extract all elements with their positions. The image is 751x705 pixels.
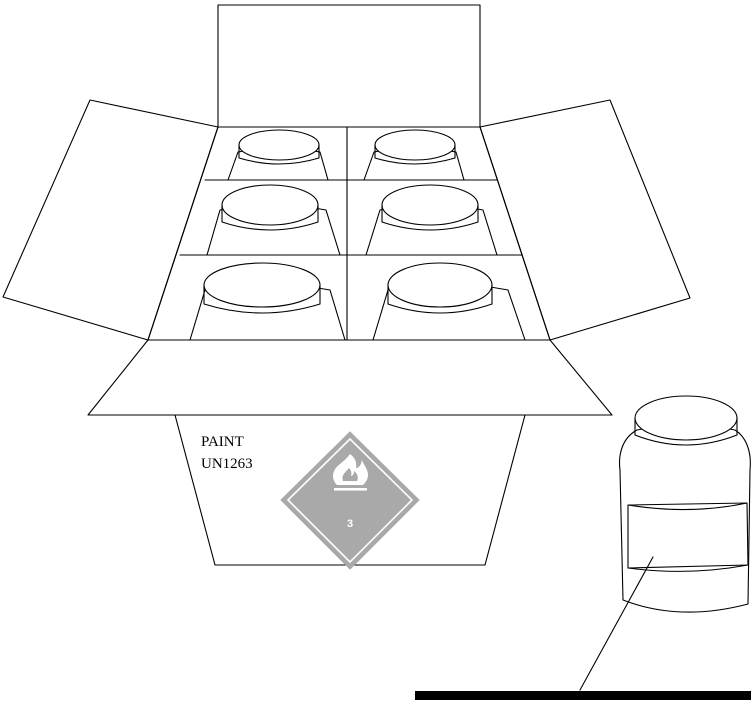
bottle-row1-left bbox=[227, 129, 329, 181]
hazard-diamond-border bbox=[286, 437, 414, 564]
box-label-line1: PAINT bbox=[201, 434, 244, 450]
flame-icon bbox=[333, 454, 368, 491]
bottle-row3-left bbox=[189, 262, 346, 341]
bottle-row2-right bbox=[365, 184, 498, 256]
bottle-row3-right bbox=[372, 262, 526, 341]
callout-bar bbox=[415, 691, 751, 700]
box-label-line2: UN1263 bbox=[201, 456, 253, 472]
hazard-placard: 3 bbox=[280, 431, 420, 570]
box-back-flap bbox=[217, 4, 481, 128]
box-dividers bbox=[147, 126, 551, 341]
box-bottles bbox=[189, 129, 526, 341]
box-front-flap bbox=[87, 339, 613, 416]
single-bottle bbox=[618, 395, 751, 613]
bottle-row1-right bbox=[363, 129, 465, 181]
hazard-class-number: 3 bbox=[347, 518, 353, 530]
bottle-row2-left bbox=[206, 184, 341, 256]
hazard-diamond bbox=[280, 431, 420, 570]
callout-leader-line bbox=[579, 556, 654, 691]
